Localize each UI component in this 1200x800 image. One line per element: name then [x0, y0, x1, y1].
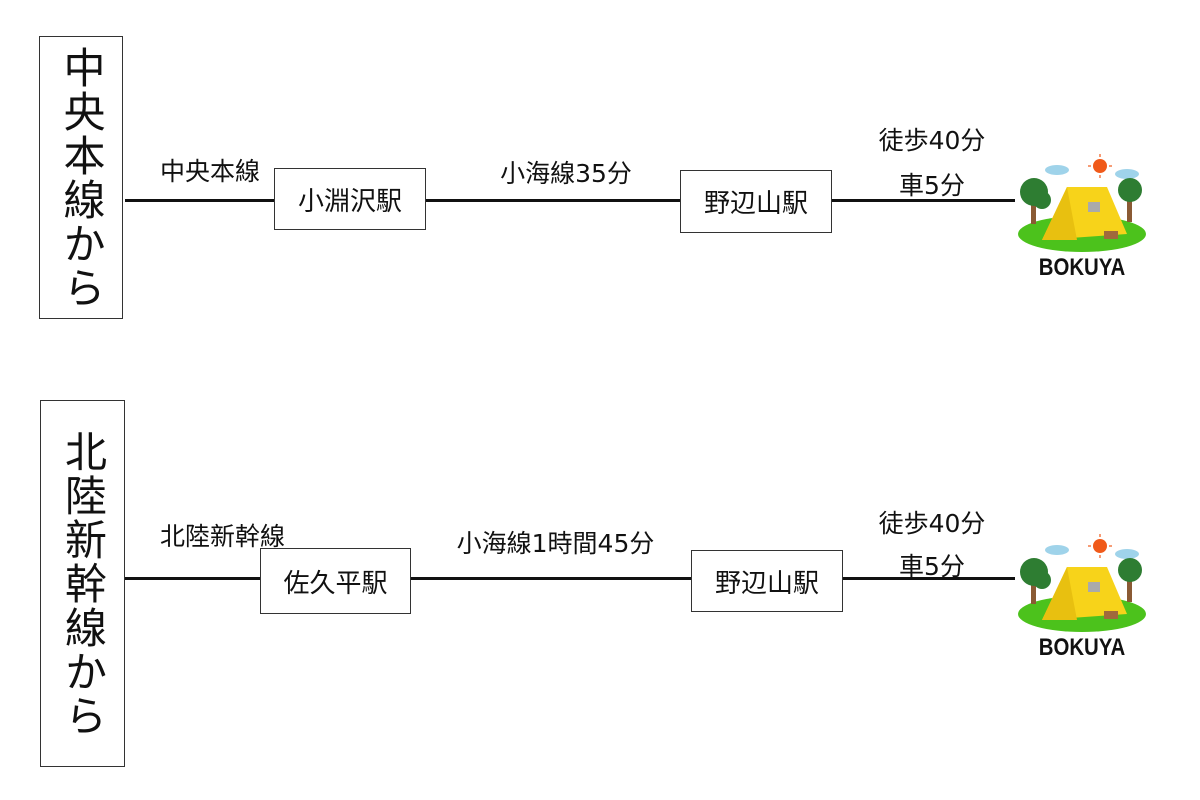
campsite-icon: [1017, 533, 1147, 633]
car-time: 車5分: [899, 171, 965, 200]
station-sakudaira: 佐久平駅: [260, 548, 411, 614]
origin-box-chuo: 中央本線から: [39, 36, 123, 319]
station-nobeyama: 野辺山駅: [680, 170, 832, 233]
route-line: [125, 199, 1015, 202]
logo-text: BOKUYA: [1038, 254, 1126, 281]
origin-label: 中央本線から: [57, 45, 106, 310]
first-line-label: 北陸新幹線: [159, 522, 285, 551]
station-kobuchizawa: 小淵沢駅: [274, 168, 426, 230]
bokuya-logo: BOKUYA: [1012, 532, 1152, 662]
first-line-label: 中央本線: [159, 157, 260, 186]
bokuya-logo: BOKUYA: [1012, 152, 1152, 282]
walk-time: 徒歩40分: [878, 509, 986, 538]
logo-text: BOKUYA: [1038, 634, 1126, 661]
transfer-line-label: 小海線1時間45分: [456, 529, 655, 558]
campsite-icon: [1017, 153, 1147, 253]
transfer-line-label: 小海線35分: [500, 159, 632, 188]
origin-box-hokuriku: 北陸新幹線から: [40, 400, 125, 767]
walk-time: 徒歩40分: [878, 126, 986, 155]
origin-label: 北陸新幹線から: [58, 429, 108, 738]
route-line: [125, 577, 1015, 580]
station-nobeyama: 野辺山駅: [691, 550, 843, 612]
car-time: 車5分: [899, 552, 965, 581]
